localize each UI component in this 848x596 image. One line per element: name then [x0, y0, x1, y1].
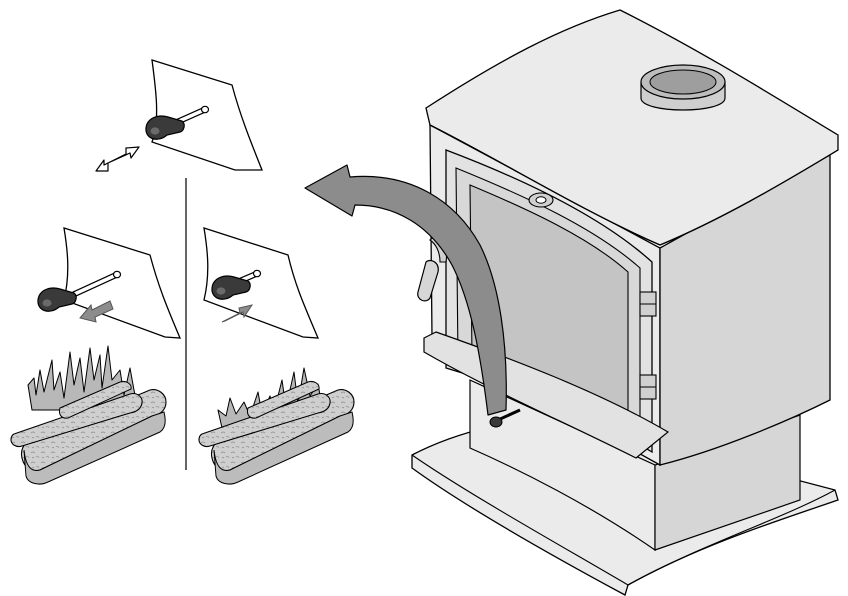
logs-icon	[199, 381, 354, 484]
pushed-in-panel	[199, 228, 354, 484]
wall-section	[64, 228, 180, 338]
wall-section	[152, 60, 262, 170]
control-detail-panel	[96, 60, 262, 171]
door-latch-icon	[529, 193, 553, 207]
double-headed-arrow-icon	[96, 147, 139, 171]
flue-collar-icon	[641, 65, 725, 110]
pulled-out-panel	[11, 228, 180, 484]
